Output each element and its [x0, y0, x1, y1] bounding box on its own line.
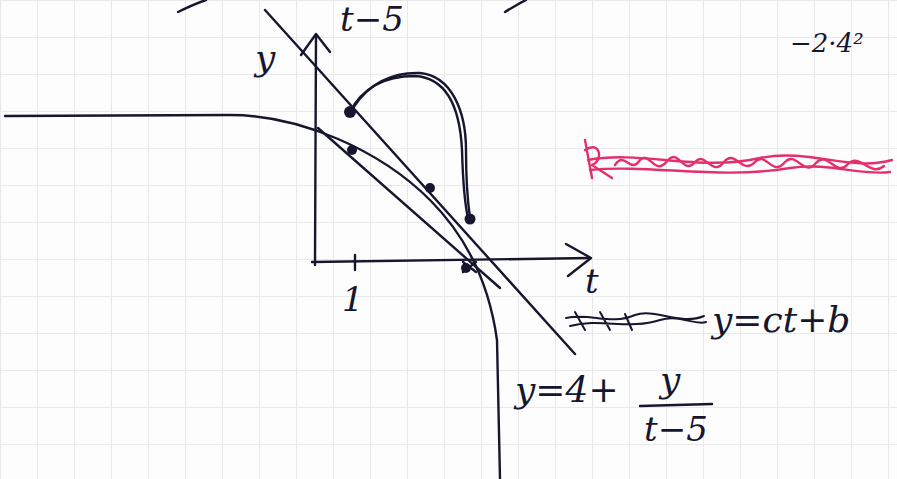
formula-fragment: t−5 [340, 2, 404, 36]
ink-fragment [505, 0, 526, 12]
y-axis [315, 35, 316, 265]
point [425, 183, 435, 193]
function-curve [5, 115, 500, 479]
point [344, 106, 356, 118]
t-axis [312, 258, 590, 262]
red-scribble [585, 140, 892, 178]
tangent-line [318, 128, 500, 288]
tick-mark [354, 255, 356, 270]
point [465, 214, 476, 225]
axis-arrow [301, 34, 330, 55]
crossed-out-text [566, 312, 706, 330]
loop-curve [353, 73, 470, 218]
equation: y=4+ [515, 372, 619, 408]
equation: y=ct+b [712, 302, 850, 338]
axis-label: y [255, 40, 275, 76]
formula-fragment: −2·4² [790, 30, 864, 56]
secant-line [265, 10, 575, 354]
fraction-denominator: t−5 [644, 412, 708, 446]
point [347, 145, 357, 155]
loop-curve [350, 76, 468, 218]
axis-label: t [585, 264, 599, 298]
tick-label: 1 [342, 282, 364, 316]
fraction-bar [640, 404, 712, 406]
points [344, 106, 476, 273]
fraction-numerator: y [660, 362, 680, 398]
point [461, 263, 471, 273]
ink-fragment [178, 0, 206, 12]
